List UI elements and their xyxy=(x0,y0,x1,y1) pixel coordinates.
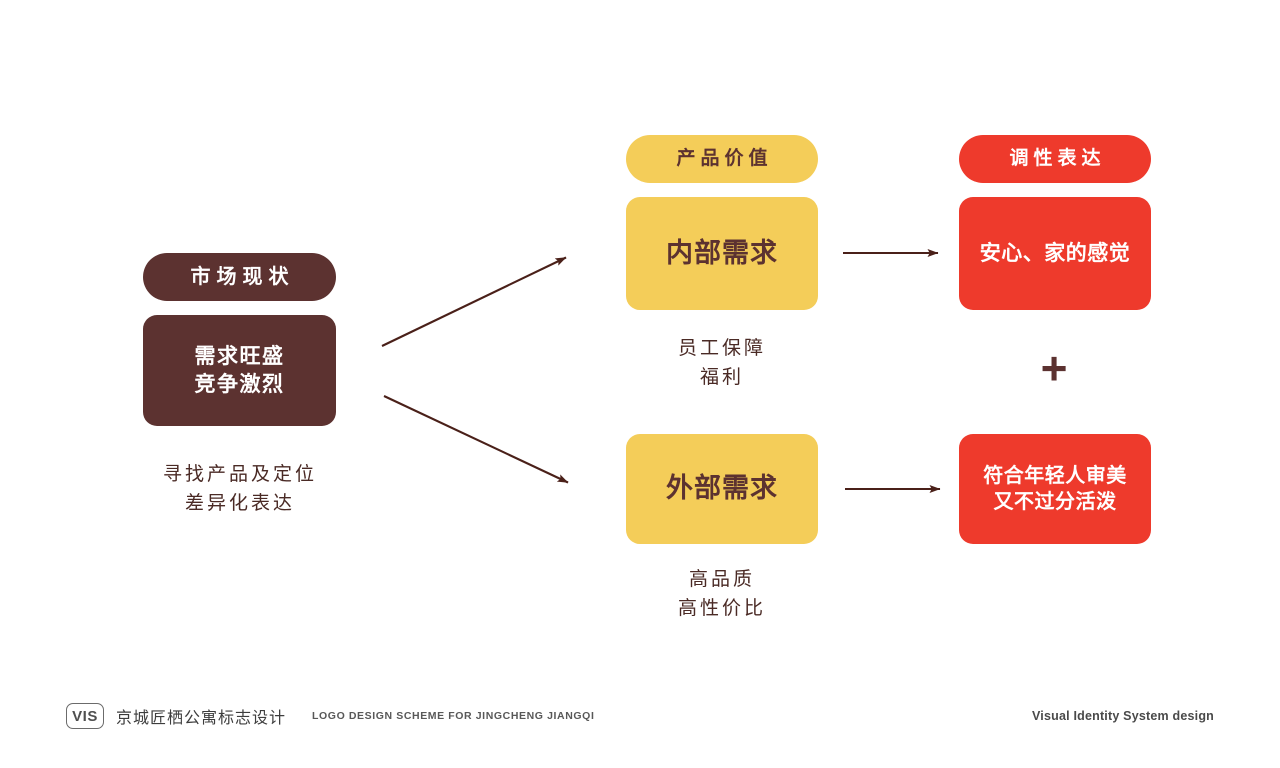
node-tone-expression[interactable]: 调性表达 xyxy=(959,135,1151,183)
footer-right-label: Visual Identity System design xyxy=(1031,709,1214,723)
arrow-branch-down xyxy=(383,395,569,484)
footer-title-cn: 京城匠栖公寓标志设计 xyxy=(116,710,287,727)
arrow-branch-up xyxy=(381,256,567,347)
plus-icon: + xyxy=(1040,342,1068,394)
footer: VIS 京城匠栖公寓标志设计 LOGO DESIGN SCHEME FOR JI… xyxy=(0,696,1280,736)
node-external-demand[interactable]: 外部需求 xyxy=(626,434,818,544)
caption-external-demand: 高品质 高性价比 xyxy=(677,569,766,620)
node-feeling-home[interactable]: 安心、家的感觉 xyxy=(959,197,1151,310)
footer-title-en: LOGO DESIGN SCHEME FOR JINGCHENG JIANGQI xyxy=(312,710,595,722)
node-market-status[interactable]: 市场现状 xyxy=(143,253,336,301)
footer-left-group: VIS 京城匠栖公寓标志设计 LOGO DESIGN SCHEME FOR JI… xyxy=(66,696,594,736)
caption-internal-demand: 员工保障 福利 xyxy=(677,338,766,389)
node-internal-demand[interactable]: 内部需求 xyxy=(626,197,818,310)
node-young-aesthetic[interactable]: 符合年轻人审美 又不过分活泼 xyxy=(959,434,1151,544)
node-product-value[interactable]: 产品价值 xyxy=(626,135,818,183)
vis-badge: VIS xyxy=(66,703,104,729)
caption-left-column: 寻找产品及定位 差异化表达 xyxy=(162,464,317,515)
node-market-detail[interactable]: 需求旺盛 竞争激烈 xyxy=(143,315,336,426)
